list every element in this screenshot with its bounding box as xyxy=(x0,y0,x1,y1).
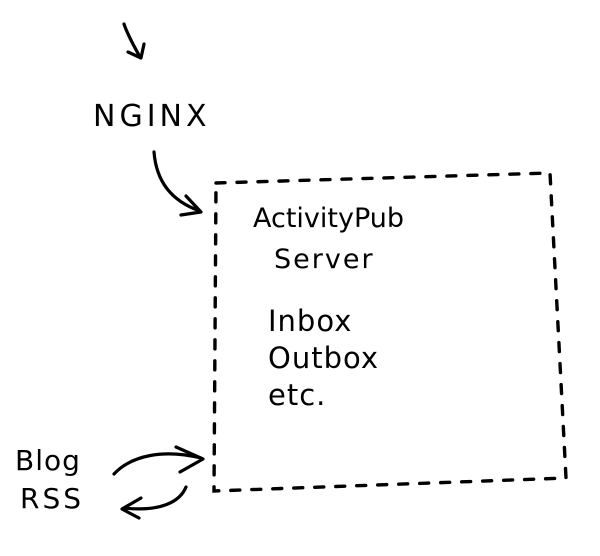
server-box xyxy=(212,171,568,493)
server-title-line2: Server xyxy=(274,244,375,275)
feature-outbox: Outbox xyxy=(268,341,379,375)
server-title-line1: ActivityPub xyxy=(253,203,404,234)
feature-etc: etc. xyxy=(268,378,326,412)
incoming-arrow xyxy=(122,22,146,60)
nginx-to-server-arrow xyxy=(152,150,203,217)
rss-label: RSS xyxy=(20,482,84,515)
blog-label: Blog xyxy=(15,444,81,477)
blog-to-server-arrow xyxy=(112,445,205,476)
nginx-label: NGINX xyxy=(93,99,211,134)
server-to-rss-arrow xyxy=(120,485,188,520)
feature-inbox: Inbox xyxy=(268,304,352,338)
